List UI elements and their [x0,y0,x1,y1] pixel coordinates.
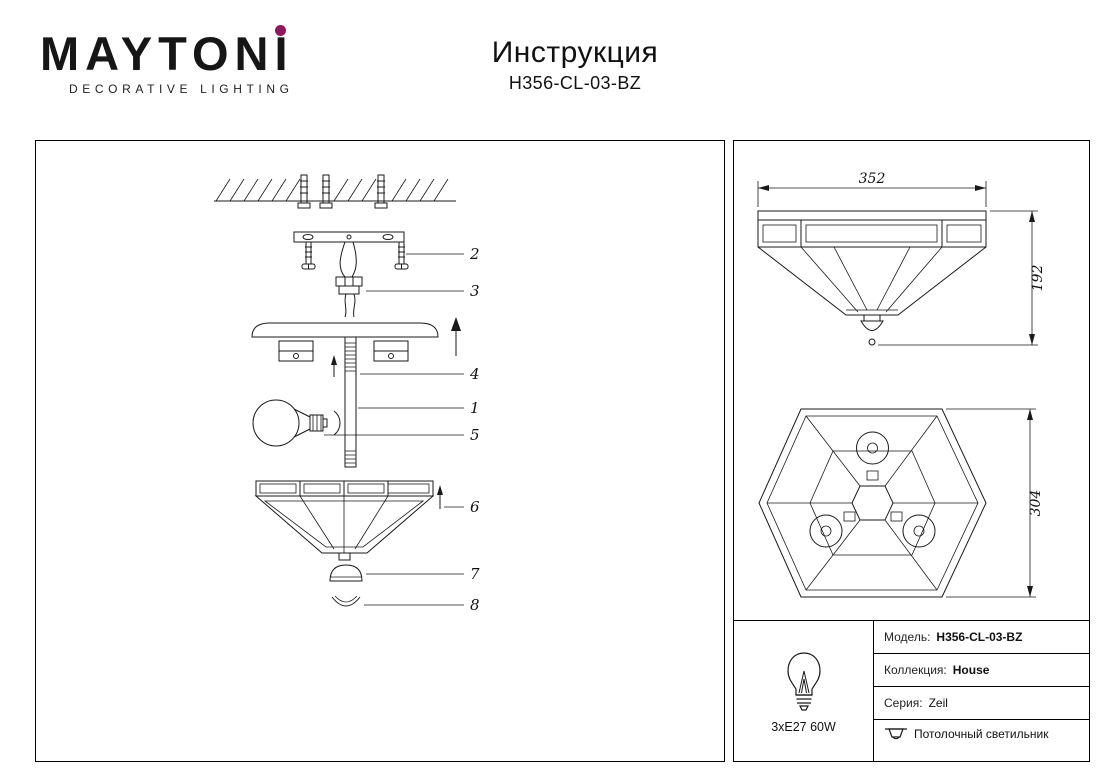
maytoni-logo: MAYTONI [40,27,294,80]
assembly-panel: 2 3 4 1 5 6 7 8 [35,140,725,762]
hexagon-frame [758,408,987,598]
logo-dot [274,25,286,36]
mounting-bracket [293,231,405,243]
spec-section: 3xE27 60W Модель: H356-CL-03-BZ Коллекци… [734,620,1089,761]
dim-plan-label: 304 [1028,490,1044,517]
spec-row-series: Серия: Zeil [874,687,1089,720]
bulbs-top-view [809,431,936,548]
part-label-4: 4 [469,365,480,383]
product-type-label: Потолочный светильник [914,727,1049,741]
plan-view-drawing: 304 [758,408,1044,598]
page-title: Инструкция [491,36,659,69]
brand-block: MAYTONI DECORATIVE LIGHTING [40,25,294,96]
lamp-sockets [278,340,409,362]
part-label-7: 7 [470,565,480,583]
spec-row-type: Потолочный светильник [874,720,1089,761]
leader-lines [324,253,464,606]
dim-width-label: 352 [859,171,886,187]
spec-row-collection: Коллекция: House [874,654,1089,687]
part-label-5: 5 [470,426,480,444]
part-label-6: 6 [470,498,480,516]
part-labels: 2 3 4 1 5 6 7 8 [469,245,480,614]
small-up-arrow [331,355,337,377]
series-label: Серия: [884,696,923,710]
spec-row-model: Модель: H356-CL-03-BZ [874,621,1089,654]
model-code: H356-CL-03-BZ [508,73,642,93]
lamp-side-profile [757,210,987,346]
width-dimension [757,181,987,207]
collection-label: Коллекция: [884,663,947,677]
part-label-3: 3 [470,282,480,300]
part-label-1: 1 [470,399,480,417]
light-bulb [252,399,341,447]
part-label-8: 8 [470,596,480,614]
side-view-drawing: 352 192 [757,171,1046,346]
height-dimension [878,210,1038,346]
dim-height-label: 192 [1030,265,1046,292]
dimensions-panel: 352 192 [733,140,1090,762]
title-block: Инструкция H356-CL-03-BZ [340,36,810,94]
finial-dome [329,564,363,582]
finial-cap [331,595,361,607]
shade-up-arrow [437,485,443,509]
ceiling-lamp-icon [885,728,907,740]
brand-tagline: DECORATIVE LIGHTING [69,82,294,96]
assembly-diagram: 2 3 4 1 5 6 7 8 [214,174,480,614]
up-arrow [451,317,461,356]
supply-wires [339,241,357,278]
model-value: H356-CL-03-BZ [936,630,1023,644]
mounting-screws [301,241,409,270]
anchor-plugs [297,174,388,209]
bulb-spec-cell: 3xE27 60W [734,621,873,761]
canopy-plate [251,322,439,338]
part-label-2: 2 [469,245,480,263]
threaded-rod [344,336,357,468]
bulb-icon [786,651,821,711]
bulb-spec-label: 3xE27 60W [771,719,836,734]
spec-table: Модель: H356-CL-03-BZ Коллекция: House С… [873,621,1089,761]
plan-dimension [946,408,1036,598]
collection-value: House [952,663,990,677]
ceiling [214,178,456,202]
series-value: Zeil [928,696,948,710]
wire-connector [335,276,363,318]
model-label: Модель: [884,630,931,644]
lamp-shade [254,480,435,561]
